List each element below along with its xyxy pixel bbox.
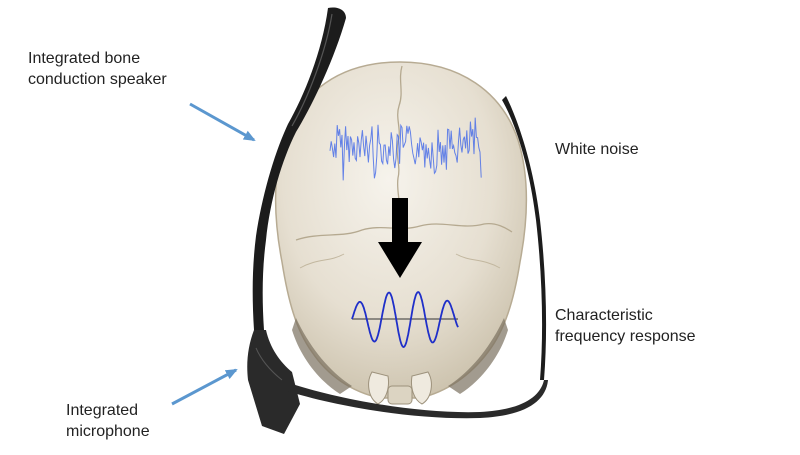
down-arrow-icon	[378, 198, 422, 278]
microphone-label: Integrated microphone	[66, 400, 150, 442]
speaker-label-line-2: conduction speaker	[28, 71, 167, 88]
speaker-label: Integrated bone conduction speaker	[28, 48, 167, 90]
speaker-pointer-arrow	[189, 102, 256, 142]
microphone-label-line-1: Integrated	[66, 402, 139, 419]
white-noise-label-text: White noise	[555, 141, 639, 158]
frequency-response-label: Characteristic frequency response	[555, 305, 696, 347]
microphone-pointer-arrow	[171, 368, 238, 406]
frequency-response-label-line-2: frequency response	[555, 328, 696, 345]
white-noise-signal	[329, 117, 482, 181]
microphone-label-line-2: microphone	[66, 423, 150, 440]
skull-lower-detail	[368, 371, 432, 405]
glasses-frame	[247, 7, 548, 434]
speaker-label-line-1: Integrated bone	[28, 50, 141, 67]
frequency-response-label-line-1: Characteristic	[555, 307, 653, 324]
frequency-response-wave	[351, 291, 459, 348]
white-noise-label: White noise	[555, 139, 639, 160]
